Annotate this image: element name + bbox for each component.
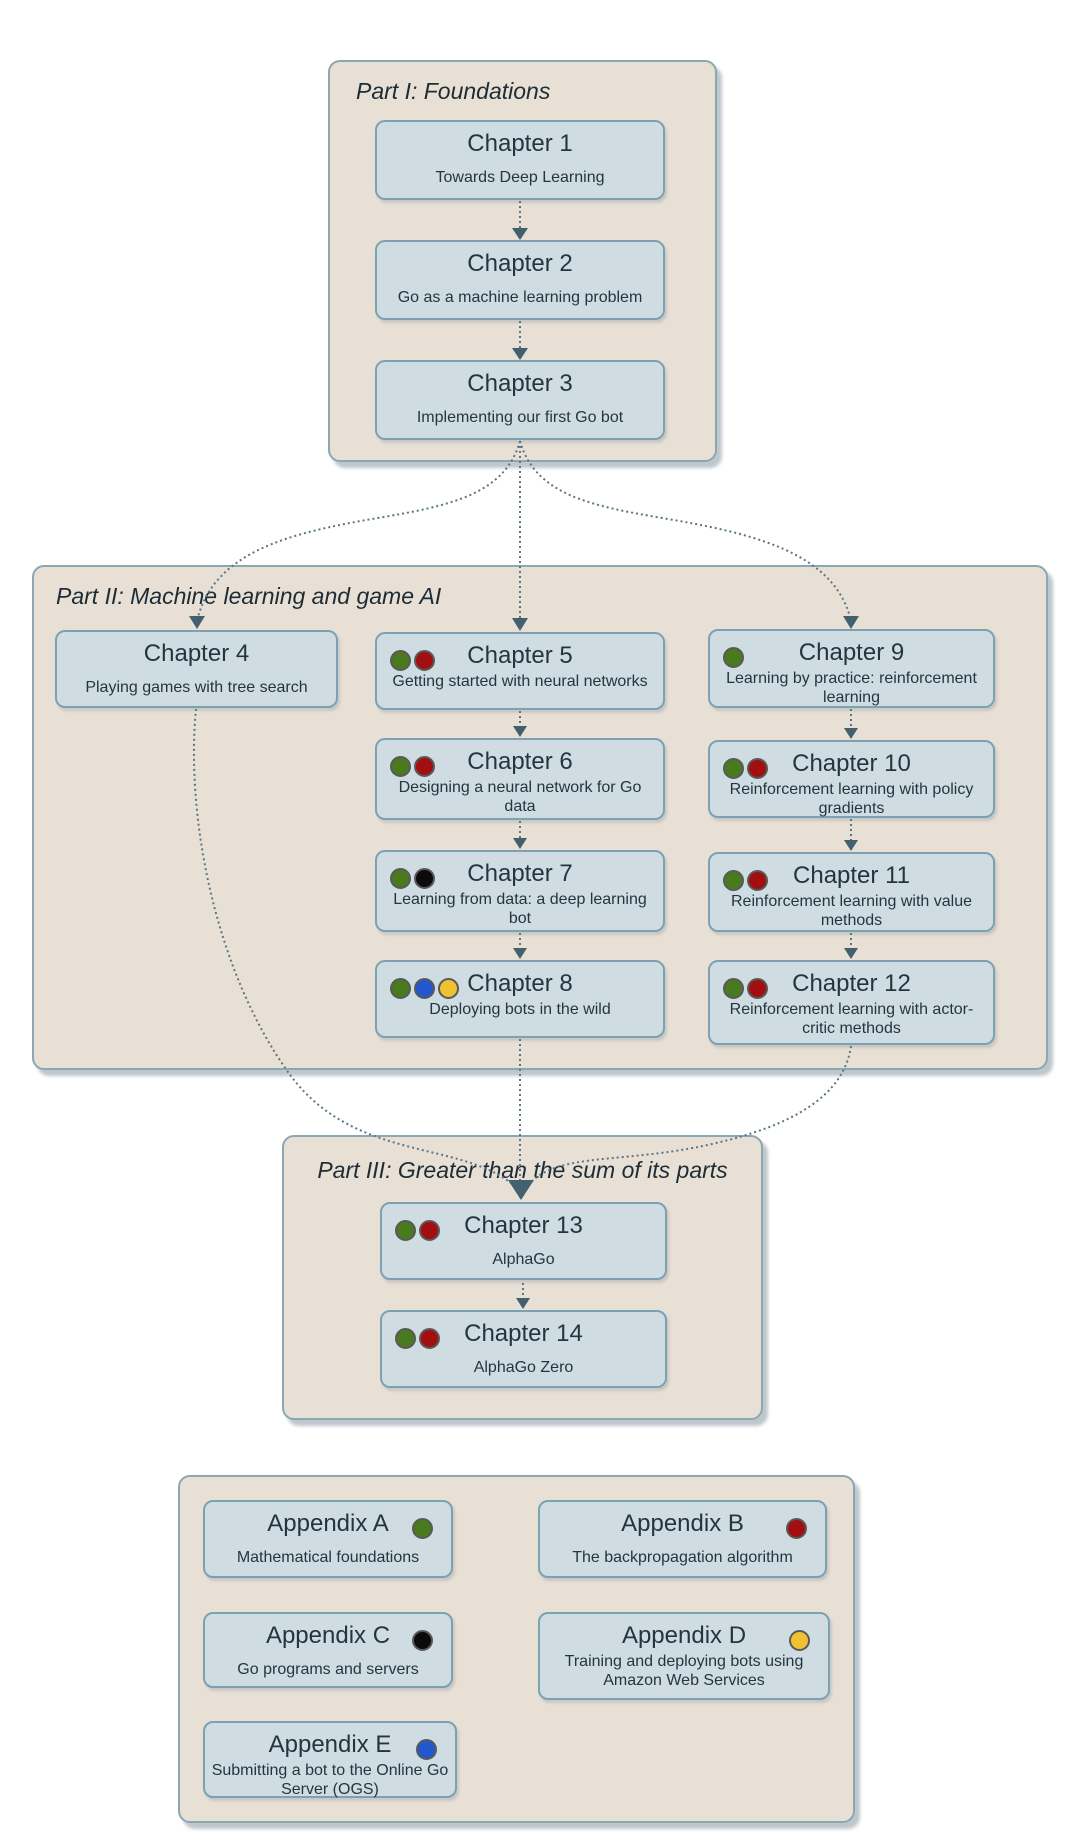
dependency-dot-green bbox=[723, 870, 744, 891]
chapter-2-node: Chapter 2 Go as a machine learning probl… bbox=[375, 240, 665, 320]
appendix-subtitle: Mathematical foundations bbox=[236, 1549, 420, 1566]
chapter-13-node: Chapter 13 AlphaGo bbox=[380, 1202, 667, 1280]
chapter-6-node: Chapter 6 Designing a neural network for… bbox=[375, 738, 665, 820]
dependency-dot-green bbox=[723, 978, 744, 999]
appendix-title: Appendix A bbox=[267, 1510, 389, 1537]
chapter-subtitle: AlphaGo Zero bbox=[473, 1359, 574, 1376]
dependency-dot-red bbox=[414, 650, 435, 671]
chapter-4-node: Chapter 4 Playing games with tree search bbox=[55, 630, 338, 708]
chapter-title: Chapter 9 bbox=[798, 639, 905, 666]
chapter-9-node: Chapter 9 Learning by practice: reinforc… bbox=[708, 629, 995, 708]
chapter-1-node: Chapter 1 Towards Deep Learning bbox=[375, 120, 665, 200]
chapter-subtitle: Reinforcement learning with policy gradi… bbox=[729, 781, 974, 817]
dependency-dot-green bbox=[412, 1518, 433, 1539]
chapter-10-node: Chapter 10 Reinforcement learning with p… bbox=[708, 740, 995, 818]
appendix-dependency-dots bbox=[390, 650, 435, 671]
appendix-dependency-dots bbox=[390, 978, 459, 999]
dependency-dot-green bbox=[390, 756, 411, 777]
chapter-subtitle: Towards Deep Learning bbox=[435, 169, 605, 186]
chapter-subtitle: Deploying bots in the wild bbox=[429, 1001, 611, 1018]
dependency-dot-yellow bbox=[789, 1630, 810, 1651]
dependency-dot-green bbox=[723, 758, 744, 779]
part-2-title: Part II: Machine learning and game AI bbox=[56, 583, 442, 609]
chapter-title: Chapter 11 bbox=[793, 862, 910, 889]
appendix-a-node: Appendix A Mathematical foundations bbox=[203, 1500, 453, 1578]
appendix-dependency-dots bbox=[395, 1328, 440, 1349]
chapter-title: Chapter 1 bbox=[467, 130, 573, 157]
dependency-dot-red bbox=[786, 1518, 807, 1539]
chapter-subtitle: Go as a machine learning problem bbox=[397, 289, 643, 306]
appendix-dependency-dots bbox=[723, 978, 768, 999]
part-3-title: Part III: Greater than the sum of its pa… bbox=[317, 1157, 728, 1183]
chapter-subtitle: Designing a neural network for Go data bbox=[398, 779, 642, 815]
chapter-3-node: Chapter 3 Implementing our first Go bot bbox=[375, 360, 665, 440]
chapter-subtitle: Learning from data: a deep learning bot bbox=[393, 891, 647, 927]
chapter-7-node: Chapter 7 Learning from data: a deep lea… bbox=[375, 850, 665, 932]
appendix-dependency-dots bbox=[723, 758, 768, 779]
chapter-title: Chapter 4 bbox=[143, 640, 250, 667]
chapter-title: Chapter 2 bbox=[467, 250, 573, 277]
chapter-subtitle: Reinforcement learning with value method… bbox=[730, 893, 972, 929]
appendix-title: Appendix B bbox=[621, 1510, 744, 1537]
appendix-subtitle: Training and deploying bots using Amazon… bbox=[564, 1653, 804, 1689]
dependency-dot-blue bbox=[414, 978, 435, 999]
appendix-subtitle: Go programs and servers bbox=[237, 1661, 419, 1678]
appendix-color-dot bbox=[786, 1518, 807, 1539]
chapter-14-node: Chapter 14 AlphaGo Zero bbox=[380, 1310, 667, 1388]
appendix-d-node: Appendix D Training and deploying bots u… bbox=[538, 1612, 830, 1700]
appendix-dependency-dots bbox=[390, 756, 435, 777]
chapter-11-node: Chapter 11 Reinforcement learning with v… bbox=[708, 852, 995, 932]
appendix-dependency-dots bbox=[723, 870, 768, 891]
dependency-dot-yellow bbox=[438, 978, 459, 999]
dependency-dot-red bbox=[419, 1220, 440, 1241]
chapter-subtitle: Playing games with tree search bbox=[85, 679, 308, 696]
chapter-12-node: Chapter 12 Reinforcement learning with a… bbox=[708, 960, 995, 1045]
chapter-8-node: Chapter 8 Deploying bots in the wild bbox=[375, 960, 665, 1038]
dependency-dot-red bbox=[414, 756, 435, 777]
appendix-dependency-dots bbox=[390, 868, 435, 889]
appendix-color-dot bbox=[412, 1630, 433, 1651]
appendix-title: Appendix E bbox=[268, 1731, 392, 1758]
chapter-subtitle: Getting started with neural networks bbox=[392, 673, 648, 690]
dependency-dot-blue bbox=[416, 1739, 437, 1760]
dependency-dot-green bbox=[390, 650, 411, 671]
appendix-dependency-dots bbox=[723, 647, 744, 668]
chapter-title: Chapter 10 bbox=[792, 750, 911, 777]
chapter-title: Chapter 5 bbox=[467, 642, 573, 669]
appendix-subtitle: The backpropagation algorithm bbox=[572, 1549, 793, 1566]
appendix-e-node: Appendix E Submitting a bot to the Onlin… bbox=[203, 1721, 457, 1798]
dependency-dot-red bbox=[747, 870, 768, 891]
part-1-title: Part I: Foundations bbox=[356, 78, 551, 104]
appendix-title: Appendix C bbox=[265, 1622, 391, 1649]
chapter-subtitle: Reinforcement learning with actor-critic… bbox=[729, 1001, 974, 1037]
dependency-dot-green bbox=[395, 1328, 416, 1349]
dependency-dot-black bbox=[414, 868, 435, 889]
dependency-dot-green bbox=[723, 647, 744, 668]
appendix-dependency-dots bbox=[395, 1220, 440, 1241]
appendix-subtitle: Submitting a bot to the Online Go Server… bbox=[211, 1762, 449, 1798]
appendix-title: Appendix D bbox=[621, 1622, 747, 1649]
chapter-subtitle: AlphaGo bbox=[492, 1251, 555, 1268]
appendix-color-dot bbox=[416, 1739, 437, 1760]
dependency-dot-green bbox=[395, 1220, 416, 1241]
chapter-title: Chapter 3 bbox=[467, 370, 573, 397]
chapter-title: Chapter 12 bbox=[792, 970, 911, 997]
chapter-title: Chapter 14 bbox=[464, 1320, 583, 1347]
chapter-subtitle: Learning by practice: reinforcement lear… bbox=[726, 670, 977, 706]
appendix-b-node: Appendix B The backpropagation algorithm bbox=[538, 1500, 827, 1578]
dependency-dot-green bbox=[390, 868, 411, 889]
chapter-title: Chapter 13 bbox=[464, 1212, 583, 1239]
appendix-color-dot bbox=[412, 1518, 433, 1539]
appendix-c-node: Appendix C Go programs and servers bbox=[203, 1612, 453, 1688]
dependency-dot-green bbox=[390, 978, 411, 999]
appendix-color-dot bbox=[789, 1630, 810, 1651]
dependency-dot-red bbox=[747, 978, 768, 999]
chapter-subtitle: Implementing our first Go bot bbox=[416, 409, 624, 426]
chapter-5-node: Chapter 5 Getting started with neural ne… bbox=[375, 632, 665, 710]
dependency-dot-red bbox=[747, 758, 768, 779]
dependency-dot-red bbox=[419, 1328, 440, 1349]
dependency-dot-black bbox=[412, 1630, 433, 1651]
